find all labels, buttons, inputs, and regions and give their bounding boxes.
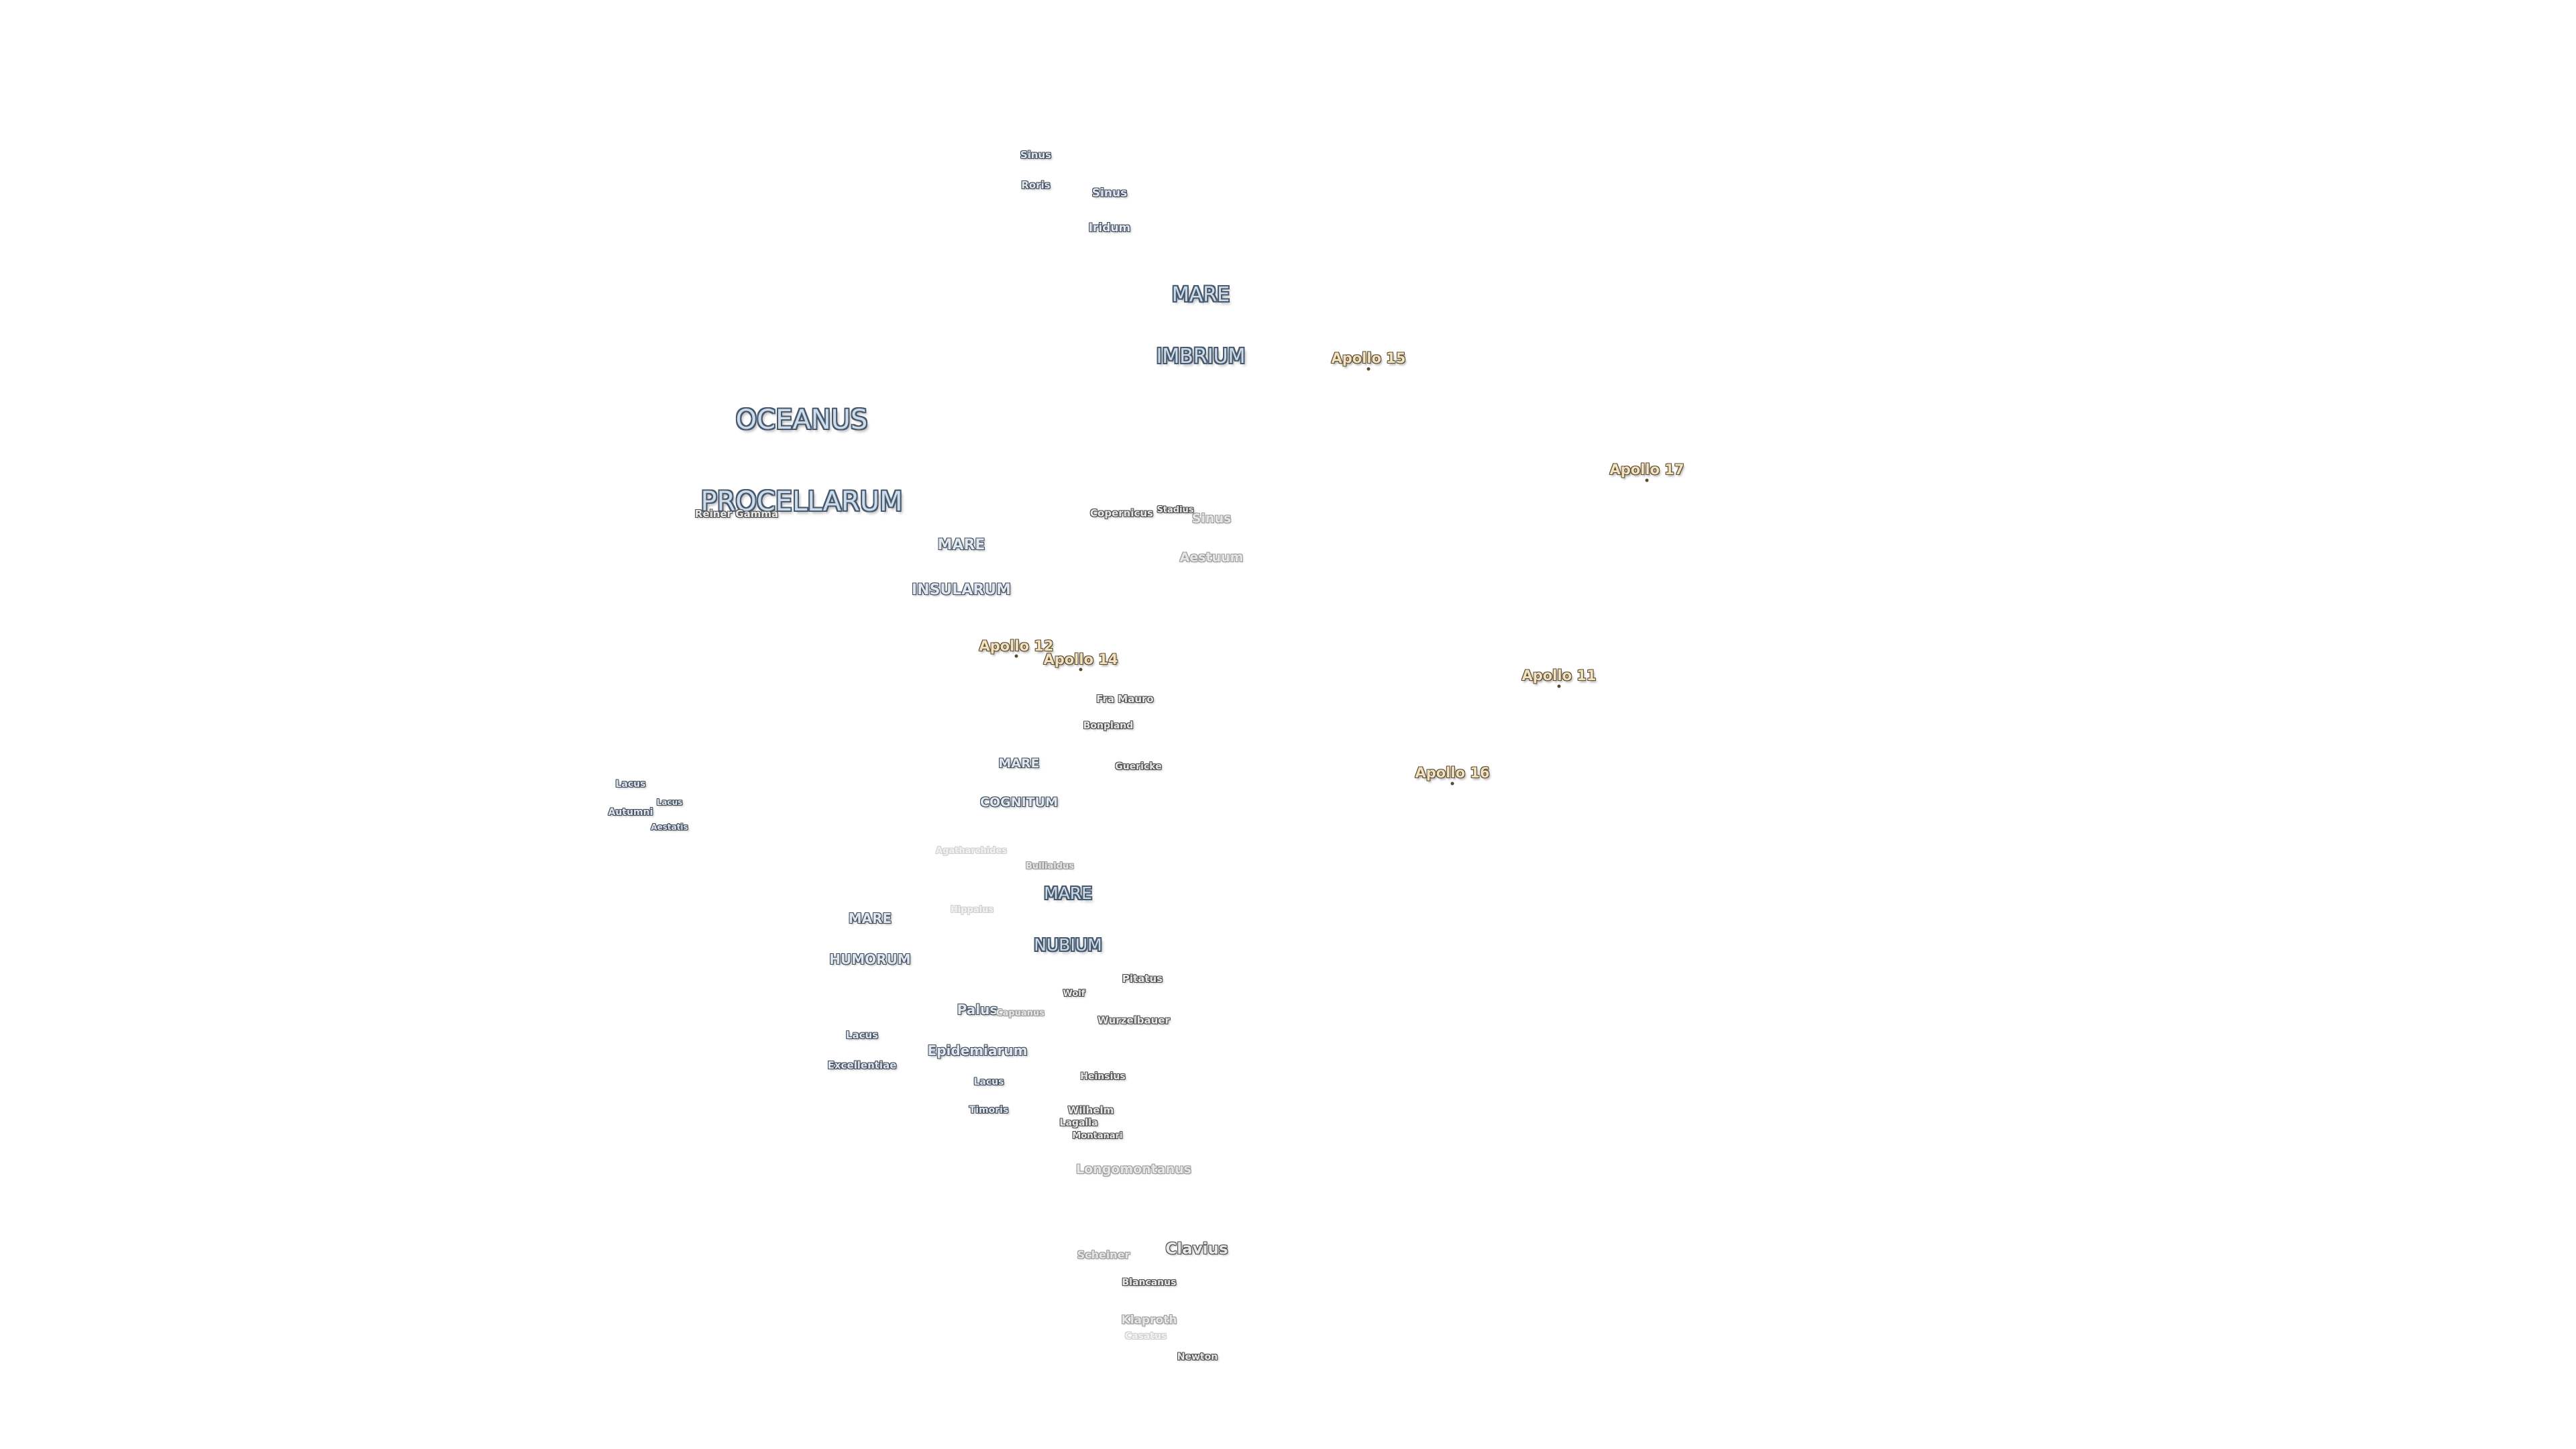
label-klaproth: Klaproth [1121,1313,1177,1327]
label-clavius: Clavius [1165,1240,1228,1258]
label-mare-nubium: MARE NUBIUM [1034,883,1102,955]
label-apollo-15[interactable]: Apollo 15 [1331,350,1406,366]
label-scheiner: Scheiner [1077,1248,1130,1261]
label-lacus-excellentiae: Lacus Excellentiae [827,1028,897,1072]
label-pitatus: Pitatus [1122,973,1163,985]
label-apollo-17[interactable]: Apollo 17 [1609,462,1684,478]
label-heinsius: Heinsius [1080,1071,1126,1082]
label-wolf: Wolf [1063,989,1085,999]
label-lagalla: Lagalla [1059,1118,1098,1128]
label-copernicus: Copernicus [1090,507,1153,519]
apollo-11-marker-icon[interactable] [1557,684,1561,688]
label-palus-epidemiarum: Palus Epidemiarum [927,1001,1028,1059]
label-agatharchides: Agatharchides [935,846,1008,856]
label-bonpland: Bonpland [1083,720,1134,731]
label-sinus-roris: Sinus Roris [1020,148,1052,192]
apollo-16-marker-icon[interactable] [1450,782,1454,786]
apollo-14-marker-icon[interactable] [1079,667,1083,672]
label-reiner-gamma: Reiner Gamma [694,508,779,520]
label-wurzelbauer: Wurzelbauer [1097,1014,1170,1026]
label-stadius: Stadius [1157,505,1194,515]
label-sinus-iridum: Sinus Iridum [1088,186,1131,235]
label-oceanus-procellarum: OCEANUS PROCELLARUM [700,404,903,517]
label-capuanus: Capuanus [996,1008,1044,1018]
label-apollo-12[interactable]: Apollo 12 [979,638,1054,654]
label-wilhelm: Wilhelm [1067,1104,1114,1116]
label-montanari: Montanari [1072,1131,1123,1141]
label-mare-imbrium: MARE IMBRIUM [1156,283,1246,368]
label-lacus-timoris: Lacus Timoris [969,1076,1009,1116]
apollo-15-marker-icon[interactable] [1366,367,1371,371]
label-hippalus: Hippalus [950,905,994,915]
label-mare-humorum: MARE HUMORUM [829,910,911,967]
label-longomontanus: Longomontanus [1076,1162,1191,1177]
label-guericke: Guericke [1115,761,1162,772]
label-newton: Newton [1177,1352,1218,1362]
label-lacus-aestatis: Lacus Aestatis [651,798,688,833]
label-blancanus: Blancanus [1122,1277,1177,1288]
label-mare-insularum: MARE INSULARUM [911,536,1012,599]
apollo-17-marker-icon[interactable] [1645,478,1649,482]
apollo-12-marker-icon[interactable] [1014,654,1018,658]
label-mare-cognitum: MARE COGNITUM [980,755,1058,810]
label-fra-mauro: Fra Mauro [1096,693,1154,705]
label-bullialdus: Bullialdus [1025,861,1075,871]
label-apollo-11[interactable]: Apollo 11 [1521,667,1597,684]
label-casatus: Casatus [1124,1331,1167,1342]
label-apollo-14[interactable]: Apollo 14 [1043,651,1118,667]
label-lacus-autumni: Lacus Autumni [608,778,653,818]
label-sinus-aestuum: Sinus Aestuum [1179,511,1244,565]
label-apollo-16[interactable]: Apollo 16 [1415,765,1490,781]
